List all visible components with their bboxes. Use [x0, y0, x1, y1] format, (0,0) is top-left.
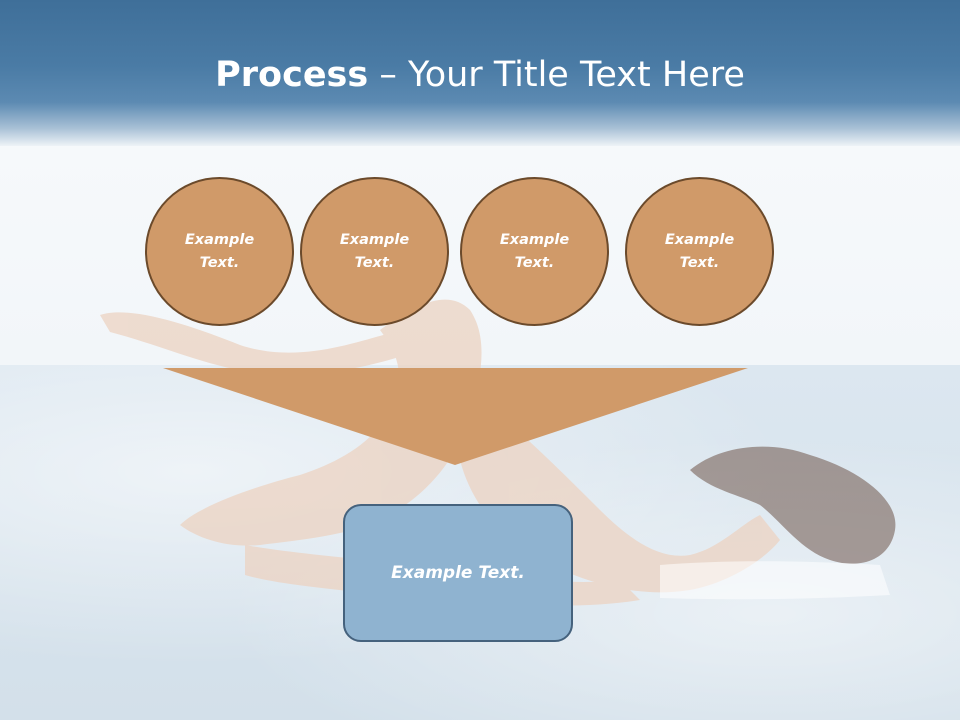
- funnel-shape: [163, 368, 748, 465]
- step-4-line-2: Text.: [679, 254, 720, 271]
- step-4-line-1: Example: [664, 231, 735, 248]
- step-3-line-1: Example: [499, 231, 570, 248]
- title-bold: Process: [215, 55, 369, 95]
- step-1-line-1: Example: [184, 231, 255, 248]
- step-3-line-2: Text.: [514, 254, 555, 271]
- result-box[interactable]: Example Text.: [343, 504, 573, 642]
- title-bar: Process – Your Title Text Here: [0, 0, 960, 146]
- title-separator: –: [368, 55, 408, 95]
- step-2-line-2: Text.: [354, 254, 395, 271]
- result-label: Example Text.: [391, 563, 525, 583]
- step-1-line-2: Text.: [199, 254, 240, 271]
- title-rest: Your Title Text Here: [407, 55, 745, 95]
- page-title: Process – Your Title Text Here: [0, 52, 960, 98]
- step-2-line-1: Example: [339, 231, 410, 248]
- funnel-arrow: [163, 368, 748, 465]
